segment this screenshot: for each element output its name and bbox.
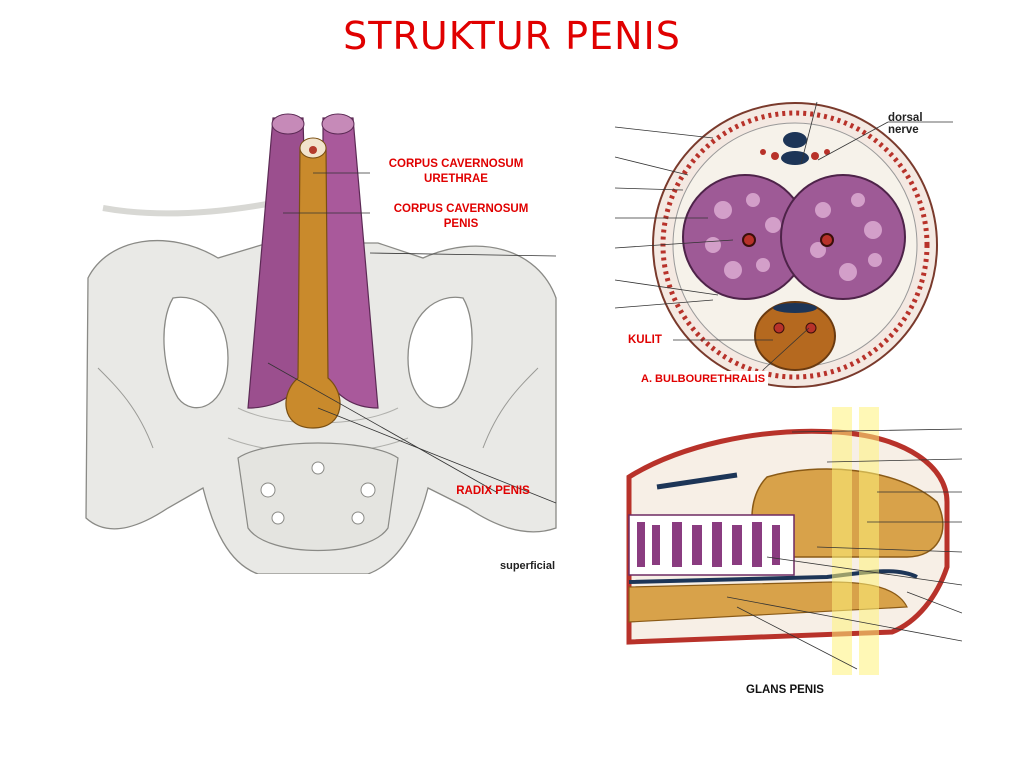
- label-kulit: KULIT: [625, 332, 665, 349]
- sacrum: [237, 442, 399, 552]
- obturator-foramen-left: [163, 296, 229, 409]
- corpus-spongiosum: [285, 147, 341, 429]
- slide-title: STRUKTUR PENIS: [343, 14, 681, 58]
- label-a-bulbourethralis: A. BULBOURETHRALIS: [638, 371, 769, 388]
- glans-section-illustration: [617, 407, 963, 675]
- cavernosum-right-section: [780, 174, 906, 300]
- obturator-foramen-right: [407, 296, 473, 409]
- cross-section-drawing: [614, 101, 953, 388]
- pelvis-drawing: [85, 113, 557, 575]
- label-dorsal-nerve: dorsal nerve: [888, 112, 923, 136]
- highlight-band-2: [859, 407, 879, 675]
- label-glans-penis: GLANS PENIS: [746, 684, 824, 696]
- spongiosum-section: [754, 301, 836, 371]
- label-corpus-cavernosum-penis: CORPUS CAVERNOSUM PENIS: [383, 201, 539, 233]
- cross-section-illustration: dorsal nerve KULIT A. BULBOURETHRALIS: [613, 100, 953, 390]
- pelvis-root-illustration: CORPUS CAVERNOSUM URETHRAE CORPUS CAVERN…: [78, 108, 558, 575]
- glans-section-drawing: [617, 407, 963, 675]
- caption-superficial: superficial: [500, 560, 556, 572]
- highlight-band-1: [832, 407, 852, 675]
- label-corpus-cavernosum-urethrae: CORPUS CAVERNOSUM URETHRAE: [378, 156, 534, 188]
- label-radix-penis: RADIX PENIS: [456, 485, 530, 497]
